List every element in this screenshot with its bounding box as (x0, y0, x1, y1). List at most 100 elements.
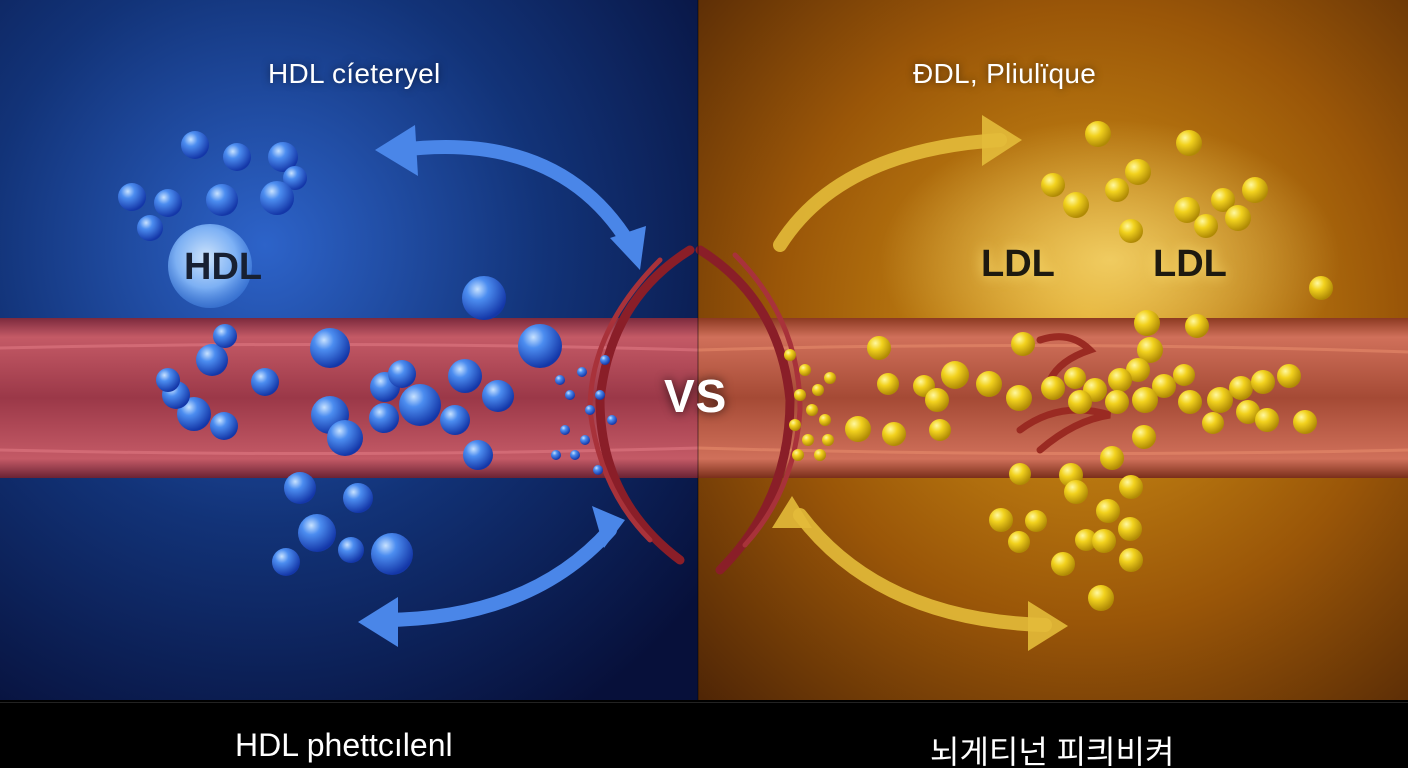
ldl-particle (799, 364, 811, 376)
versus-label: VS (664, 370, 728, 422)
ldl-particle (1009, 463, 1031, 485)
ldl-arrowheads (772, 115, 1068, 651)
hdl-particle (210, 412, 238, 440)
ldl-caption: 뇌게티넌 피킈비켜 (930, 734, 1175, 768)
hdl-particle (310, 328, 350, 368)
hdl-bubble (168, 224, 252, 308)
ldl-particle (1064, 480, 1088, 504)
hdl-particle (118, 183, 146, 211)
ldl-particle (792, 449, 804, 461)
hdl-particle (268, 142, 298, 172)
hdl-particle (338, 537, 364, 563)
hdl-particle (196, 344, 228, 376)
ldl-particle (1202, 412, 1224, 434)
ldl-particle (1194, 214, 1218, 238)
hdl-particle (518, 324, 562, 368)
caption-bar: HDL phettcılenl 뇌게티넌 피킈비켜 (0, 702, 1408, 768)
ldl-particle (802, 434, 814, 446)
hdl-particle (555, 375, 565, 385)
ldl-particle (1092, 529, 1116, 553)
ldl-particle (1063, 192, 1089, 218)
ldl-particle (1211, 188, 1235, 212)
ldl-particle (784, 349, 796, 361)
ldl-particle (1100, 446, 1124, 470)
hdl-particle (177, 397, 211, 431)
ldl-particle (1011, 332, 1035, 356)
hdl-particles (118, 131, 617, 576)
ldl-particle (929, 419, 951, 441)
hdl-particle (462, 276, 506, 320)
ldl-particle (1132, 425, 1156, 449)
ldl-particle (814, 449, 826, 461)
ldl-particle (1132, 387, 1158, 413)
hdl-particle (154, 189, 182, 217)
ldl-particle (1041, 173, 1065, 197)
hdl-arrows (373, 140, 637, 627)
ldl-particle (1051, 552, 1075, 576)
ldl-label: LDL (981, 243, 1055, 285)
ldl-particle (1185, 314, 1209, 338)
ldl-particle (1119, 475, 1143, 499)
ldl-particle (1137, 337, 1163, 363)
ldl-particle (1105, 178, 1129, 202)
ldl-particle (845, 416, 871, 442)
ldl-particle (1178, 390, 1202, 414)
ldl-particle (882, 422, 906, 446)
hdl-particle (565, 390, 575, 400)
hdl-particle (482, 380, 514, 412)
hdl-particle (577, 367, 587, 377)
ldl-particle (794, 389, 806, 401)
hdl-particle (399, 384, 441, 426)
hdl-caption: HDL phettcılenl (235, 727, 453, 763)
ldl-particle (1251, 370, 1275, 394)
ldl-particle (976, 371, 1002, 397)
ldl-particle (1088, 585, 1114, 611)
hdl-particle (371, 533, 413, 575)
hdl-particle (283, 166, 307, 190)
hdl-particle (600, 355, 610, 365)
ldl-particle (1008, 531, 1030, 553)
artery-comparison-illustration (0, 0, 1408, 700)
ldl-particle (1126, 358, 1150, 382)
ldl-particle (1309, 276, 1333, 300)
ldl-particle (1108, 368, 1132, 392)
ldl-particle (1064, 367, 1086, 389)
ldl-particle (989, 508, 1013, 532)
ldl-particle (925, 388, 949, 412)
hdl-particle (463, 440, 493, 470)
ldl-label: LDL (1153, 243, 1227, 285)
ldl-particle (1025, 510, 1047, 532)
ldl-particle (1105, 390, 1129, 414)
ldl-particle (1176, 130, 1202, 156)
ldl-particle (877, 373, 899, 395)
ldl-particle (1242, 177, 1268, 203)
ldl-particle (1173, 364, 1195, 386)
ldl-particle (1225, 205, 1251, 231)
ldl-particle (1068, 390, 1092, 414)
hdl-particle (440, 405, 470, 435)
hdl-particle (607, 415, 617, 425)
hdl-particle (551, 450, 561, 460)
hdl-particle (223, 143, 251, 171)
ldl-particle (1134, 310, 1160, 336)
ldl-particles (784, 121, 1333, 611)
hdl-particle (260, 181, 294, 215)
hdl-particle (181, 131, 209, 159)
ldl-particle (819, 414, 831, 426)
hdl-particle (560, 425, 570, 435)
hdl-particle (343, 483, 373, 513)
hdl-particle (156, 368, 180, 392)
ldl-particle (1119, 548, 1143, 572)
ldl-particle (1085, 121, 1111, 147)
hdl-particle (570, 450, 580, 460)
ldl-particle (1119, 219, 1143, 243)
ldl-particle (1075, 529, 1097, 551)
ldl-particle (812, 384, 824, 396)
ldl-particle (1041, 376, 1065, 400)
ldl-particle (1125, 159, 1151, 185)
ldl-particle (1255, 408, 1279, 432)
ldl-title: ÐDL, Pliulïque (913, 58, 1097, 89)
hdl-particle (298, 514, 336, 552)
hdl-particle (206, 184, 238, 216)
